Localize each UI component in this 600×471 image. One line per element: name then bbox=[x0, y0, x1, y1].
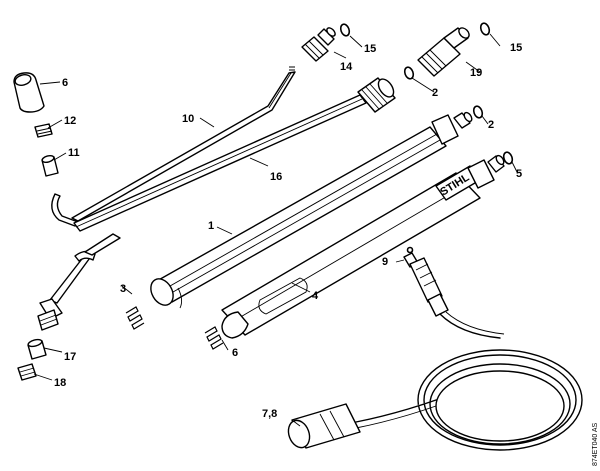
part-15b-oring bbox=[479, 22, 491, 36]
callout-13: 6 bbox=[62, 77, 68, 89]
callout-2a: 2 bbox=[432, 87, 438, 99]
callout-10: 10 bbox=[182, 113, 194, 125]
part-11-nozzle-sleeve bbox=[41, 155, 59, 177]
part-15a-oring bbox=[339, 23, 351, 37]
callout-17: 17 bbox=[64, 351, 76, 363]
part-2a-oring bbox=[403, 66, 415, 80]
callout-18: 18 bbox=[54, 377, 66, 389]
callout-5: 5 bbox=[516, 168, 522, 180]
callout-4: 4 bbox=[312, 290, 319, 302]
callout-9: 9 bbox=[382, 256, 388, 268]
part-9-hose-coupling bbox=[403, 252, 449, 317]
part-1-gun-barrel bbox=[150, 111, 473, 309]
callout-14: 14 bbox=[340, 61, 353, 73]
part-17-fitting bbox=[27, 338, 47, 360]
callout-12: 12 bbox=[64, 115, 76, 127]
high-pressure-hose bbox=[355, 311, 583, 451]
part-12-nozzle bbox=[34, 123, 53, 138]
drawing-id: 874ET040 AS bbox=[592, 422, 599, 466]
part-18-fitting bbox=[17, 363, 37, 381]
callout-labels: 6 12 11 10 16 1 4 3 6 14 15 15 19 2 2 5 … bbox=[54, 42, 522, 420]
callout-7-8: 7,8 bbox=[262, 408, 277, 420]
callout-2b: 2 bbox=[488, 119, 494, 131]
part-19-coupler bbox=[417, 27, 470, 77]
callout-15a: 15 bbox=[364, 43, 376, 55]
part-lance-nut bbox=[37, 298, 63, 331]
callout-19: 19 bbox=[470, 67, 482, 79]
part-7-8-hose-end-fitting bbox=[287, 403, 361, 449]
callout-16: 16 bbox=[270, 171, 282, 183]
callout-15b: 15 bbox=[510, 42, 522, 54]
part-14-coupler bbox=[301, 27, 336, 62]
part-5-oring bbox=[502, 151, 514, 165]
leader-lines bbox=[33, 33, 518, 427]
part-13-cap bbox=[13, 72, 45, 113]
part-9-oring bbox=[406, 246, 414, 254]
part-4-gun-handle: STIHL bbox=[221, 154, 505, 339]
callout-6: 6 bbox=[232, 347, 238, 359]
part-16-straight-lance bbox=[73, 77, 396, 232]
callout-1: 1 bbox=[208, 220, 214, 232]
part-2b-oring bbox=[472, 105, 484, 119]
part-6-spring bbox=[204, 326, 224, 350]
callout-11: 11 bbox=[68, 147, 80, 159]
callout-3: 3 bbox=[120, 283, 126, 295]
part-3-spring bbox=[125, 306, 145, 330]
